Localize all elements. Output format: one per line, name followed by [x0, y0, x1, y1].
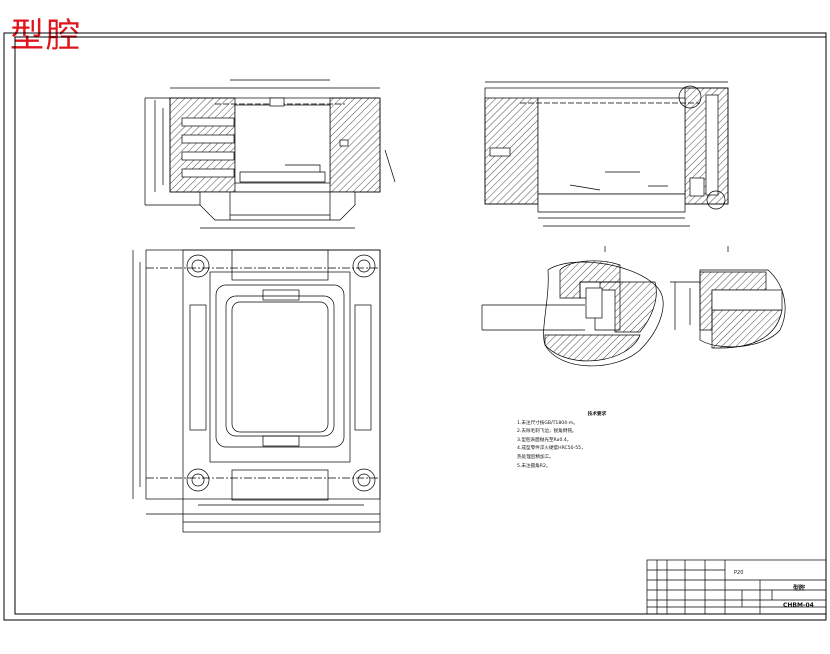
note-item: 2.去除毛刺飞边，锐角倒钝。: [517, 429, 577, 435]
technical-requirements: 技术要求 1.未注尺寸按GB/T1804-m。 2.去除毛刺飞边，锐角倒钝。 3…: [517, 411, 697, 471]
notes-heading: 技术要求: [587, 412, 607, 417]
detail-view-a: [481, 246, 664, 367]
material-label: P20: [734, 570, 744, 576]
detail-view-b: [670, 246, 786, 349]
note-item: 4.成型零件淬火硬度HRC50-55，: [517, 446, 586, 452]
side-section-view: [484, 81, 729, 227]
note-item: 5.未注圆角R2。: [517, 463, 551, 469]
note-item: 3.型腔表面抛光至Ra0.4。: [517, 437, 572, 443]
note-item: 热处理后精加工。: [517, 454, 554, 460]
drawing-title: 型腔: [10, 16, 82, 56]
plan-view: [132, 249, 381, 533]
drawing-number-label: CHBM-04: [783, 602, 814, 609]
part-name-label: 型腔: [793, 585, 806, 592]
note-item: 1.未注尺寸按GB/T1804-m。: [517, 420, 578, 426]
front-section-view: [144, 79, 396, 229]
title-block: [646, 559, 827, 615]
inner-frame: [14, 36, 827, 615]
